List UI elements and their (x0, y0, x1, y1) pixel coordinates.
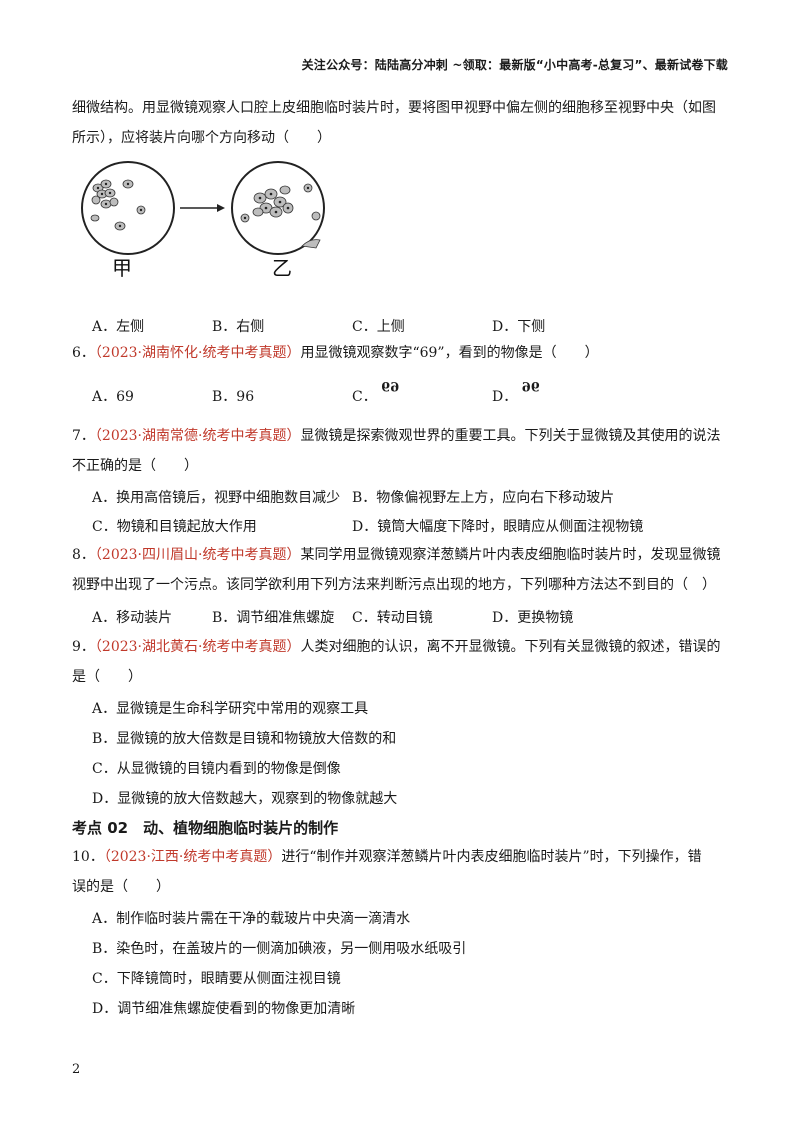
q8-option-a[interactable]: A．移动装片 (92, 610, 173, 626)
q10-stem: 10．（2023·江西·统考中考真题）进行“制作并观察洋葱鳞片叶内表皮细胞临时装… (72, 847, 702, 867)
q8-option-d[interactable]: D．更换物镜 (492, 610, 574, 626)
q6-option-d-glyph: 96 (521, 378, 540, 393)
q6-option-c[interactable]: C． 69 (352, 378, 399, 406)
q7-number: 7． (72, 428, 95, 444)
q10-text: 进行“制作并观察洋葱鳞片叶内表皮细胞临时装片”时，下列操作，错 (281, 849, 702, 865)
microscope-field-figure: 甲 乙 (81, 161, 325, 280)
field-jia-nuclei (96, 182, 143, 228)
q9-option-b[interactable]: B．显微镜的放大倍数是目镜和物镜放大倍数的和 (92, 731, 397, 747)
field-jia-circle (81, 161, 175, 255)
q9-source: （2023·湖北黄石·统考中考真题） (94, 639, 301, 655)
q6-option-c-glyph: 69 (381, 378, 400, 393)
q6-option-a[interactable]: A．69 (92, 389, 134, 405)
header-note: 关注公众号：陆陆高分冲刺 ~领取：最新版“小中高考-总复习”、最新试卷下载 (301, 58, 728, 72)
q10-number: 10． (72, 849, 104, 865)
q6-source: （2023·湖南怀化·统考中考真题） (94, 345, 301, 361)
q10-option-c[interactable]: C．下降镜筒时，眼睛要从侧面注视目镜 (92, 971, 341, 987)
q9-line2: 是（ ） (72, 669, 142, 685)
q10-line2: 误的是（ ） (72, 879, 170, 895)
q7-stem: 7．（2023·湖南常德·统考中考真题）显微镜是探索微观世界的重要工具。下列关于… (72, 426, 720, 446)
q9-option-a[interactable]: A．显微镜是生命科学研究中常用的观察工具 (92, 701, 369, 717)
arrow-head-icon (217, 204, 225, 212)
q6-option-d-label: D． (492, 389, 518, 405)
q5-option-c[interactable]: C．上侧 (352, 319, 405, 335)
q9-stem: 9．（2023·湖北黄石·统考中考真题）人类对细胞的认识，离不开显微镜。下列有关… (72, 637, 720, 657)
q6-text: 用显微镜观察数字“69”，看到的物像是（ ） (300, 345, 599, 361)
q8-option-b[interactable]: B．调节细准焦螺旋 (212, 610, 335, 626)
q5-line1: 细微结构。用显微镜观察人口腔上皮细胞临时装片时，要将图甲视野中偏左侧的细胞移至视… (72, 100, 716, 116)
page-number: 2 (72, 1062, 81, 1077)
label-yi: 乙 (272, 256, 292, 280)
q6-option-d[interactable]: D． 96 (492, 378, 540, 406)
q7-source: （2023·湖南常德·统考中考真题） (94, 428, 301, 444)
q7-option-b[interactable]: B．物像偏视野左上方，应向右下移动玻片 (352, 490, 615, 506)
q6-number: 6． (72, 345, 95, 361)
q5-line2: 所示），应将装片向哪个方向移动（ ） (72, 130, 331, 146)
q8-stem: 8．（2023·四川眉山·统考中考真题）某同学用显微镜观察洋葱鳞片叶内表皮细胞临… (72, 545, 720, 565)
label-jia: 甲 (112, 256, 132, 280)
field-jia-cells (90, 179, 146, 231)
q9-number: 9． (72, 639, 95, 655)
q5-option-a[interactable]: A．左侧 (92, 319, 145, 335)
q10-option-a[interactable]: A．制作临时装片需在干净的载玻片中央滴一滴清水 (92, 911, 411, 927)
field-yi-nuclei (243, 186, 310, 220)
q8-option-c[interactable]: C．转动目镜 (352, 610, 433, 626)
q6-option-c-label: C． (352, 389, 377, 405)
q7-option-c[interactable]: C．物镜和目镜起放大作用 (92, 519, 257, 535)
q8-source: （2023·四川眉山·统考中考真题） (94, 547, 301, 563)
q9-option-d[interactable]: D．显微镜的放大倍数越大，观察到的物像就越大 (92, 791, 398, 807)
q7-text: 显微镜是探索微观世界的重要工具。下列关于显微镜及其使用的说法 (300, 428, 721, 444)
q9-text: 人类对细胞的认识，离不开显微镜。下列有关显微镜的叙述，错误的 (300, 639, 721, 655)
q7-option-d[interactable]: D．镜筒大幅度下降时，眼睛应从侧面注视物镜 (352, 519, 644, 535)
q6-option-b[interactable]: B．96 (212, 389, 255, 405)
q10-option-b[interactable]: B．染色时，在盖玻片的一侧滴加碘液，另一侧用吸水纸吸引 (92, 941, 467, 957)
q9-option-c[interactable]: C．从显微镜的目镜内看到的物像是倒像 (92, 761, 341, 777)
q6-stem: 6．（2023·湖南怀化·统考中考真题）用显微镜观察数字“69”，看到的物像是（… (72, 343, 599, 363)
q5-option-b[interactable]: B．右侧 (212, 319, 265, 335)
q10-source: （2023·江西·统考中考真题） (103, 849, 282, 865)
q7-option-a[interactable]: A．换用高倍镜后，视野中细胞数目减少 (92, 490, 341, 506)
q8-text: 某同学用显微镜观察洋葱鳞片叶内表皮细胞临时装片时，发现显微镜 (300, 547, 721, 563)
q7-line2: 不正确的是（ ） (72, 458, 198, 474)
section-heading: 考点 02 动、植物细胞临时装片的制作 (72, 819, 339, 837)
q8-line2: 视野中出现了一个污点。该同学欲利用下列方法来判断污点出现的地方，下列哪种方法达不… (72, 577, 716, 593)
q10-option-d[interactable]: D．调节细准焦螺旋使看到的物像更加清晰 (92, 1001, 356, 1017)
q8-number: 8． (72, 547, 95, 563)
q5-option-d[interactable]: D．下侧 (492, 319, 546, 335)
